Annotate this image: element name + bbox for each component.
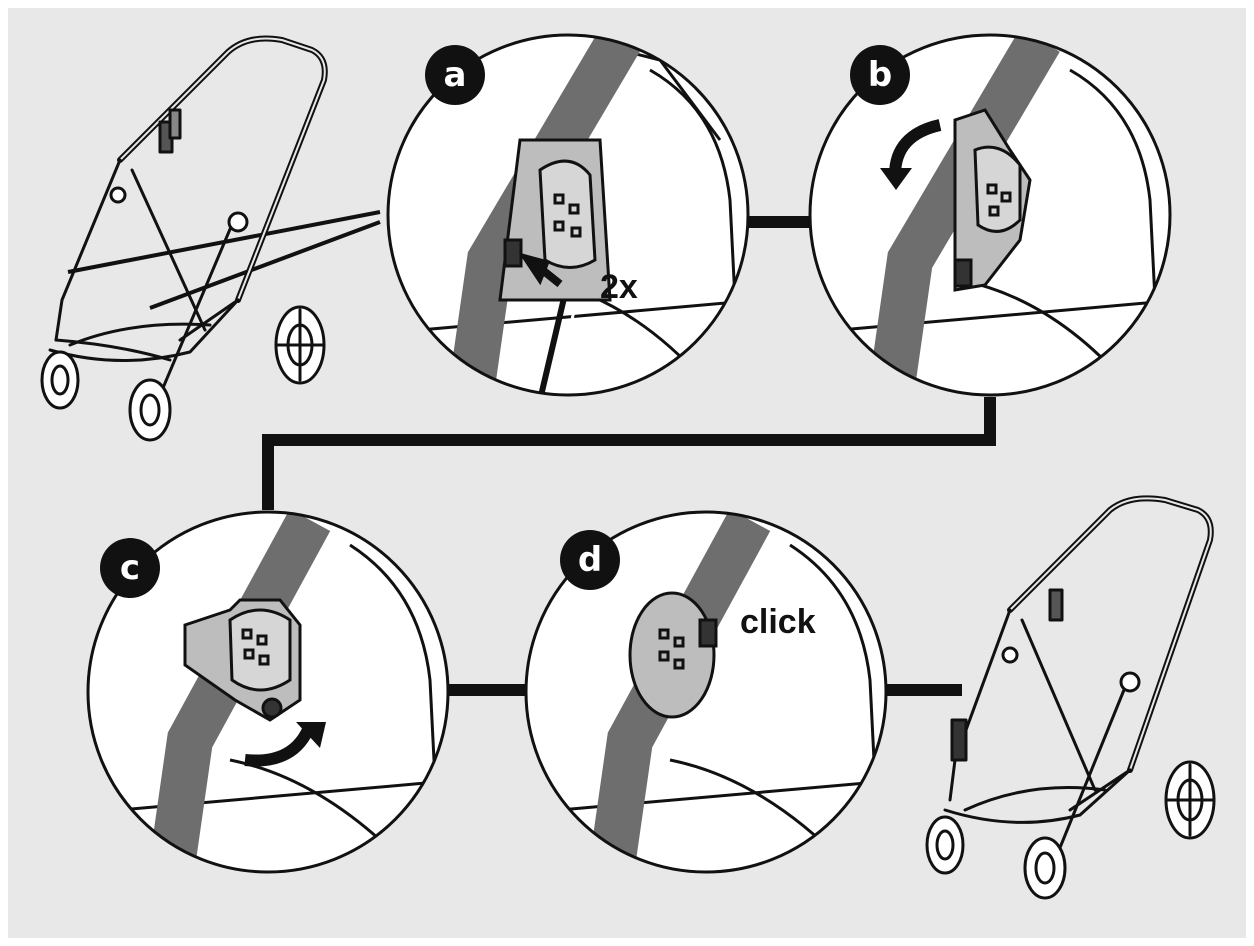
step-b-letter: b	[868, 55, 892, 95]
stroller-frame-before	[40, 35, 328, 442]
step-d-badge	[560, 530, 620, 590]
step-connectors	[262, 216, 996, 696]
step-b-panel: b	[808, 33, 1172, 397]
stroller-frame-after	[925, 495, 1216, 900]
step-c-letter: c	[120, 548, 140, 588]
step-a-letter: a	[444, 55, 467, 95]
step-d-letter: d	[578, 540, 602, 580]
rotate-down-arrow-icon	[889, 119, 942, 176]
step-a-badge	[425, 45, 485, 105]
step-a-annotation: 2x	[600, 268, 638, 306]
step-c-badge	[100, 538, 160, 598]
step-b-badge	[850, 45, 910, 105]
step-c-panel: c	[86, 510, 450, 874]
step-d-annotation: click	[740, 603, 816, 641]
connector-b-c	[262, 397, 996, 510]
